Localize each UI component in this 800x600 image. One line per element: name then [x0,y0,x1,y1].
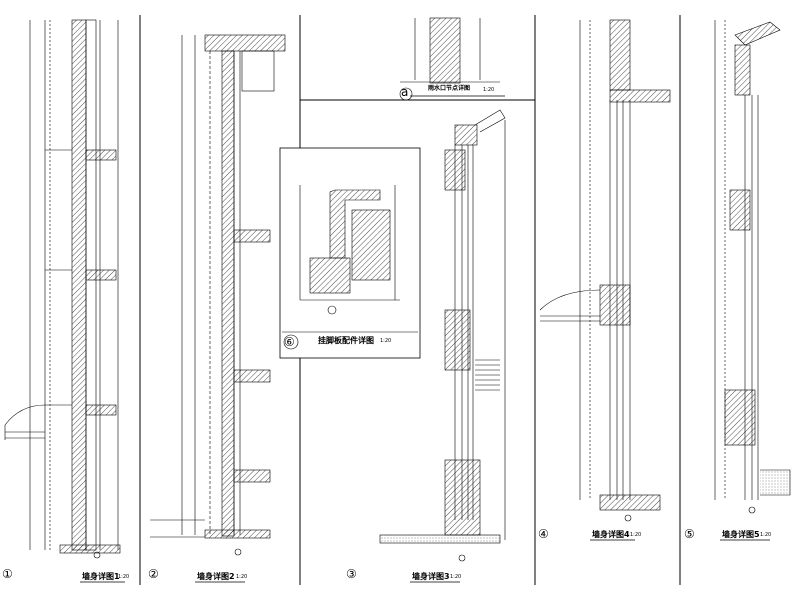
wall-section-1 [4,19,121,559]
detail-6-title: 挂脚板配件详图 [318,336,374,345]
section-2-title: 墙身详图2 [197,572,235,581]
wall-section-3 [379,109,506,562]
detail-6-scale: 1:20 [380,338,392,344]
section-4-title: 墙身详图4 [592,530,630,539]
detail-a-scale: 1:20 [483,87,495,93]
panel-dividers [139,15,681,585]
detail-a-title: 雨水口节点详图 [428,85,471,92]
wall-section-4 [539,19,671,522]
detail-6-frame [279,147,421,359]
title-underlines [80,95,770,583]
detail-a-letter: a [401,85,409,99]
detail-number-5: ⑤ [684,527,695,541]
detail-number-1: ① [2,567,13,581]
section-1-scale: 1:20 [118,574,130,580]
section-5-scale: 1:20 [760,532,772,538]
detail-a-drawing [399,17,500,101]
wall-section-5 [714,20,791,514]
section-3-scale: 1:20 [450,574,462,580]
detail-number-4: ④ [538,527,549,541]
detail-number-6: ⑥ [284,335,295,349]
detail-6-drawing [282,185,418,350]
wall-section-2 [150,34,286,556]
detail-number-3: ③ [346,567,357,581]
section-1-title: 墙身详图1 [82,572,120,581]
section-4-scale: 1:20 [630,532,642,538]
section-3-title: 墙身详图3 [412,572,450,581]
section-2-scale: 1:20 [236,574,248,580]
section-5-title: 墙身详图5 [722,530,760,539]
detail-number-2: ② [148,567,159,581]
